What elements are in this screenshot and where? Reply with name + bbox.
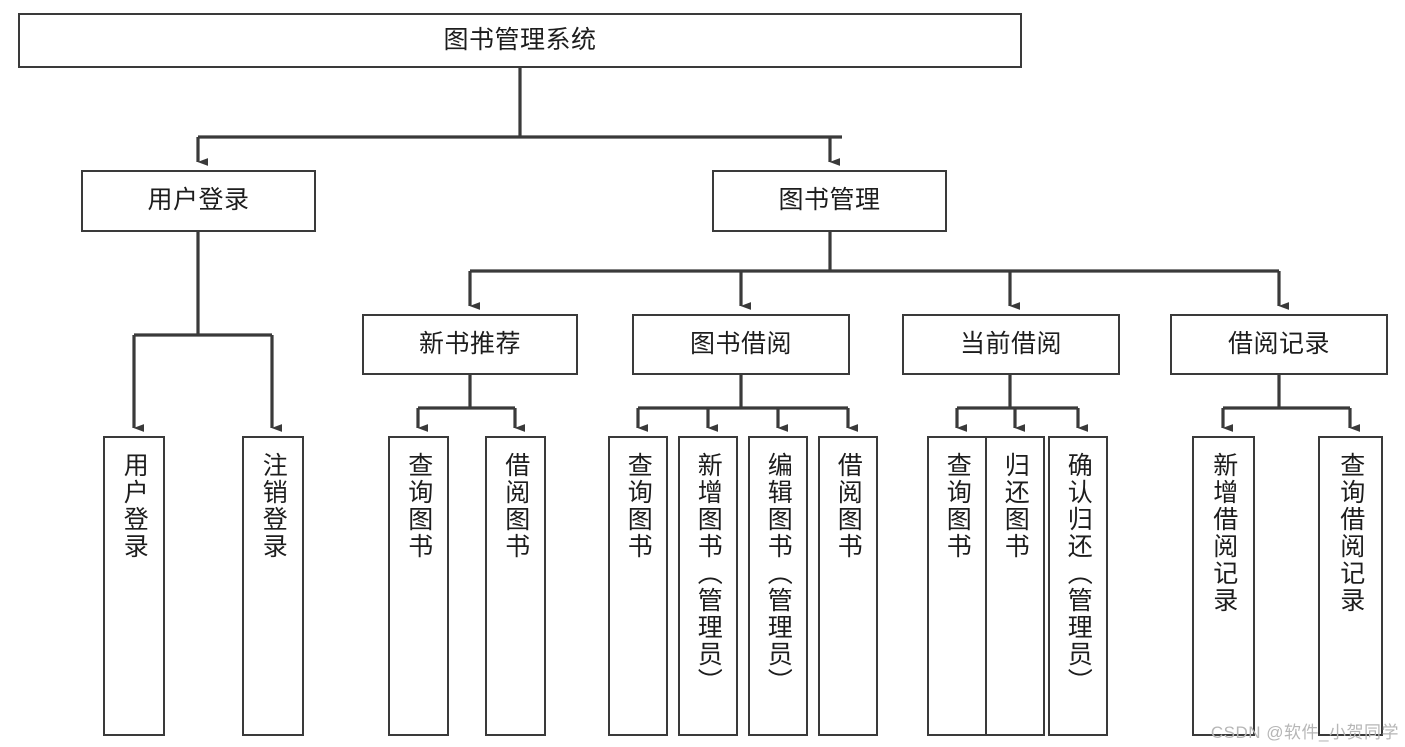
- watermark: CSDN @软件_小贺同学: [1210, 723, 1399, 742]
- node-book-borrow-label: 图书借阅: [689, 329, 792, 358]
- node-leaf-user-login-label: 用户登录: [120, 452, 149, 560]
- node-leaf-query-record-label: 查询借阅记录: [1336, 452, 1365, 614]
- node-leaf-query-book-2-label: 查询图书: [624, 452, 653, 560]
- node-leaf-borrow-book-2-label: 借阅图书: [834, 452, 863, 560]
- node-leaf-logout-label: 注销登录: [259, 452, 288, 560]
- node-book-borrow[interactable]: 图书借阅: [632, 314, 850, 375]
- node-leaf-add-book[interactable]: 新增图书（管理员）: [678, 436, 738, 736]
- node-book-manage-label: 图书管理: [778, 186, 881, 215]
- node-leaf-query-book-1[interactable]: 查询图书: [388, 436, 449, 736]
- node-leaf-edit-book[interactable]: 编辑图书（管理员）: [748, 436, 808, 736]
- node-borrow-record-label: 借阅记录: [1227, 329, 1330, 358]
- node-leaf-borrow-book-1-label: 借阅图书: [501, 452, 530, 560]
- node-root-label: 图书管理系统: [443, 25, 597, 54]
- node-new-book-rec[interactable]: 新书推荐: [362, 314, 578, 375]
- node-leaf-edit-book-label: 编辑图书（管理员）: [764, 452, 793, 695]
- node-leaf-confirm-return[interactable]: 确认归还（管理员）: [1048, 436, 1108, 736]
- node-leaf-return-book-label: 归还图书: [1001, 452, 1030, 560]
- node-leaf-query-book-3[interactable]: 查询图书: [927, 436, 987, 736]
- node-leaf-add-record[interactable]: 新增借阅记录: [1192, 436, 1255, 736]
- node-current-borrow-label: 当前借阅: [959, 329, 1062, 358]
- node-leaf-query-book-3-label: 查询图书: [943, 452, 972, 560]
- node-leaf-query-book-2[interactable]: 查询图书: [608, 436, 668, 736]
- node-leaf-borrow-book-1[interactable]: 借阅图书: [485, 436, 546, 736]
- node-leaf-user-login[interactable]: 用户登录: [103, 436, 165, 736]
- node-leaf-logout[interactable]: 注销登录: [242, 436, 304, 736]
- node-leaf-borrow-book-2[interactable]: 借阅图书: [818, 436, 878, 736]
- node-leaf-add-book-label: 新增图书（管理员）: [694, 452, 723, 695]
- node-borrow-record[interactable]: 借阅记录: [1170, 314, 1388, 375]
- node-leaf-query-book-1-label: 查询图书: [404, 452, 433, 560]
- node-root[interactable]: 图书管理系统: [18, 13, 1022, 68]
- node-user-login-label: 用户登录: [147, 186, 250, 215]
- node-leaf-return-book[interactable]: 归还图书: [985, 436, 1045, 736]
- node-book-manage[interactable]: 图书管理: [712, 170, 947, 232]
- node-new-book-rec-label: 新书推荐: [418, 329, 521, 358]
- node-current-borrow[interactable]: 当前借阅: [902, 314, 1120, 375]
- node-leaf-query-record[interactable]: 查询借阅记录: [1318, 436, 1383, 736]
- node-leaf-add-record-label: 新增借阅记录: [1209, 452, 1238, 614]
- node-user-login[interactable]: 用户登录: [81, 170, 316, 232]
- node-leaf-confirm-return-label: 确认归还（管理员）: [1064, 452, 1093, 695]
